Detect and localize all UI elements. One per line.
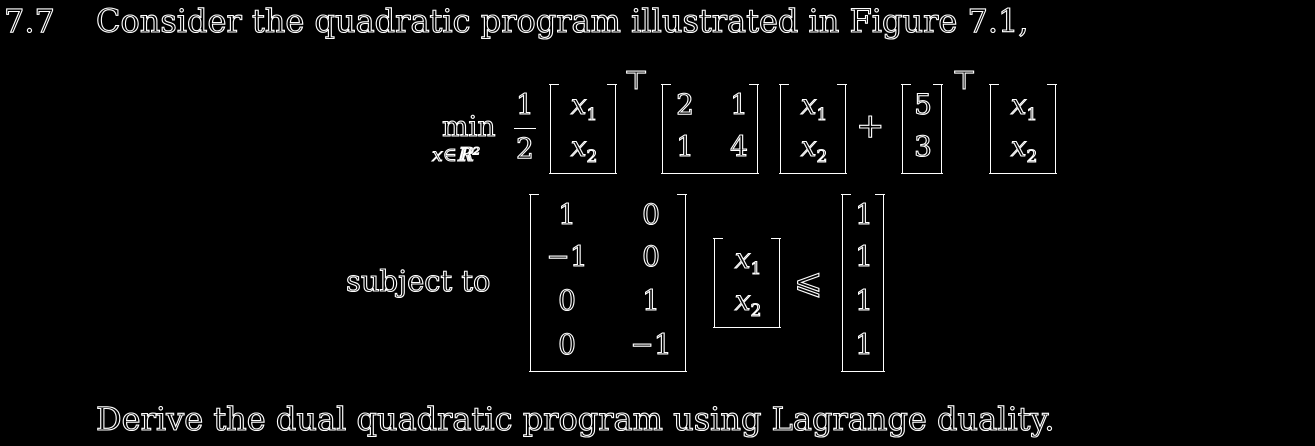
transpose-symbol-2: ⊤ [951, 65, 977, 96]
transpose-symbol-1: ⊤ [623, 65, 649, 96]
plus-sign: + [855, 105, 885, 146]
x-vector-left: x1 x2 [549, 82, 617, 176]
min-domain: x∈ℝ² [431, 143, 481, 166]
exercise-intro: Consider the quadratic program illustrat… [95, 1, 1029, 40]
leq-sign: ⩽ [793, 261, 823, 302]
x-vector-right: x1 x2 [989, 82, 1057, 176]
a-matrix: 1 0 −1 0 0 1 0 −1 [529, 192, 687, 374]
b-vector: 1 1 1 1 [841, 192, 885, 374]
x-vector-mid: x1 x2 [779, 82, 847, 176]
frac-line [514, 128, 536, 129]
x-vector-constraint: x1 x2 [713, 236, 781, 330]
q-matrix: 2 1 1 4 [661, 82, 759, 176]
min-operator: min [441, 109, 496, 143]
exercise-number: 7.7 [3, 1, 55, 40]
exercise-closing: Derive the dual quadratic program using … [95, 399, 1055, 438]
frac-numerator: 1 [515, 87, 534, 121]
frac-denominator: 2 [515, 131, 534, 165]
c-vector: 5 3 [901, 82, 943, 176]
subject-to-label: subject to [345, 263, 491, 298]
